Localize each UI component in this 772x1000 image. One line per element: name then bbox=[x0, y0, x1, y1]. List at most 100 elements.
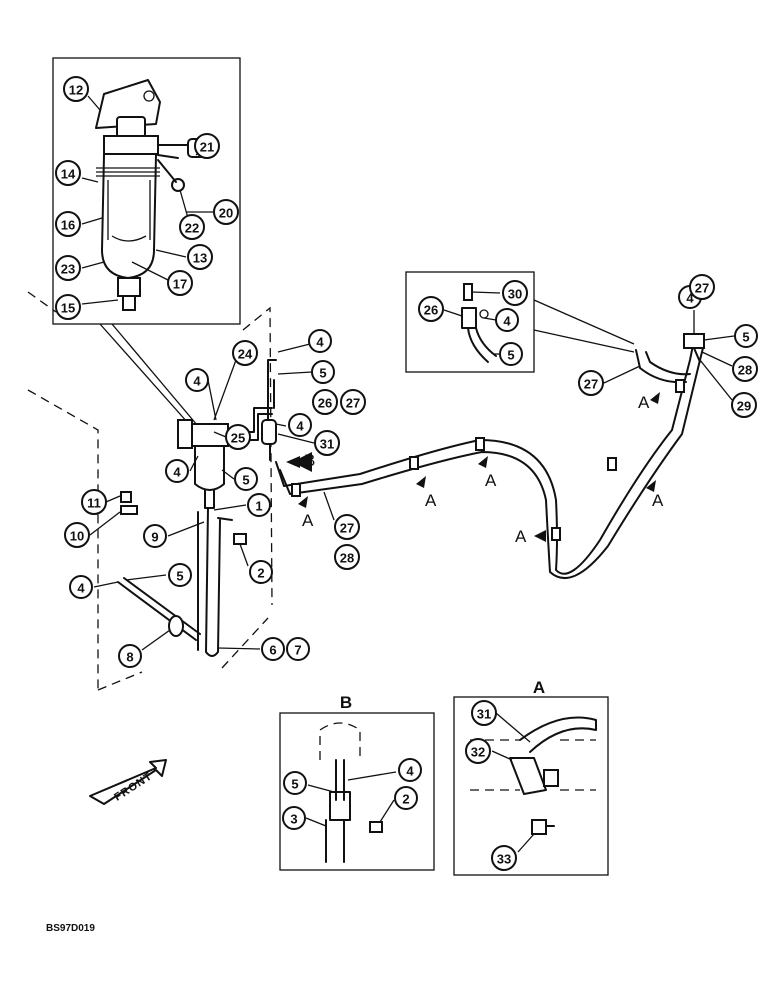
callout-circle bbox=[63, 76, 89, 102]
callout-number: 16 bbox=[61, 218, 75, 233]
view-a-title: A bbox=[533, 678, 545, 697]
callout-31: 31 bbox=[314, 430, 340, 456]
callout-number: 31 bbox=[320, 437, 334, 452]
callout-number: 33 bbox=[497, 852, 511, 867]
callout-number: 4 bbox=[193, 374, 201, 389]
callout-3: 3 bbox=[282, 806, 306, 830]
callout-5: 5 bbox=[234, 467, 258, 491]
callout-circle bbox=[471, 700, 497, 726]
callout-16: 16 bbox=[55, 211, 81, 237]
arrow-label-a-4: A bbox=[515, 527, 527, 546]
callout-circle bbox=[288, 413, 312, 437]
callout-circle bbox=[308, 329, 332, 353]
callout-circle bbox=[286, 637, 310, 661]
callout-circle bbox=[495, 308, 519, 332]
callout-number: 28 bbox=[340, 551, 354, 566]
callout-number: 11 bbox=[87, 496, 101, 511]
arrow-label-a-1: A bbox=[302, 511, 314, 530]
callout-number: 27 bbox=[340, 521, 354, 536]
callout-2: 2 bbox=[249, 560, 273, 584]
callout-10: 10 bbox=[64, 522, 90, 548]
callout-circle bbox=[167, 270, 193, 296]
callout-number: 5 bbox=[176, 569, 183, 584]
callout-number: 31 bbox=[477, 707, 491, 722]
callout-4: 4 bbox=[185, 368, 209, 392]
callout-2: 2 bbox=[394, 786, 418, 810]
callout-5: 5 bbox=[168, 563, 192, 587]
callout-25: 25 bbox=[225, 424, 251, 450]
callout-17: 17 bbox=[167, 270, 193, 296]
callout-circle bbox=[225, 424, 251, 450]
callout-27: 27 bbox=[689, 274, 715, 300]
callout-circle bbox=[213, 199, 239, 225]
callout-circle bbox=[64, 522, 90, 548]
callout-24: 24 bbox=[232, 340, 258, 366]
callout-26: 26 bbox=[312, 389, 338, 415]
callout-circle bbox=[283, 771, 307, 795]
callout-circle bbox=[334, 514, 360, 540]
callout-number: 1 bbox=[255, 499, 262, 514]
callout-circle bbox=[578, 370, 604, 396]
callout-circle bbox=[247, 493, 271, 517]
callout-circle bbox=[168, 563, 192, 587]
callout-number: 5 bbox=[742, 330, 749, 345]
callout-circle bbox=[55, 211, 81, 237]
callout-circle bbox=[734, 324, 758, 348]
mounted-filter-assembly bbox=[117, 359, 277, 657]
callout-circle bbox=[499, 342, 523, 366]
callout-number: 23 bbox=[61, 262, 75, 277]
callout-number: 4 bbox=[173, 465, 181, 480]
callout-number: 27 bbox=[584, 377, 598, 392]
callout-4: 4 bbox=[69, 575, 93, 599]
view-arrows bbox=[286, 392, 660, 542]
callout-1: 1 bbox=[247, 493, 271, 517]
callout-27: 27 bbox=[340, 389, 366, 415]
callout-circle bbox=[340, 389, 366, 415]
callout-number: 10 bbox=[70, 529, 84, 544]
fitting-detail-inset bbox=[405, 271, 635, 373]
callout-number: 24 bbox=[238, 347, 253, 362]
callout-number: 5 bbox=[242, 473, 249, 488]
fuel-tank-outline bbox=[27, 291, 273, 691]
callout-32: 32 bbox=[465, 738, 491, 764]
arrow-label-b: B bbox=[304, 451, 315, 470]
callout-circle bbox=[165, 459, 189, 483]
callout-number: 27 bbox=[695, 281, 709, 296]
callout-circle bbox=[394, 786, 418, 810]
callout-circle bbox=[69, 575, 93, 599]
callout-9: 9 bbox=[143, 524, 167, 548]
callout-number: 5 bbox=[319, 366, 326, 381]
callout-27: 27 bbox=[578, 370, 604, 396]
callout-number: 13 bbox=[193, 251, 207, 266]
callout-number: 4 bbox=[406, 764, 414, 779]
callout-circle bbox=[232, 340, 258, 366]
callout-33: 33 bbox=[491, 845, 517, 871]
callout-circle bbox=[398, 758, 422, 782]
arrow-label-a-5: A bbox=[652, 491, 664, 510]
callout-4: 4 bbox=[165, 459, 189, 483]
callout-7: 7 bbox=[286, 637, 310, 661]
callout-31: 31 bbox=[471, 700, 497, 726]
front-indicator bbox=[89, 759, 167, 805]
callout-number: 25 bbox=[231, 431, 245, 446]
callout-6: 6 bbox=[261, 637, 285, 661]
callout-number: 21 bbox=[200, 140, 214, 155]
callout-circle bbox=[312, 389, 338, 415]
callout-number: 3 bbox=[290, 812, 297, 827]
callout-number: 4 bbox=[503, 314, 511, 329]
fuel-hoses bbox=[275, 333, 705, 579]
callout-circle bbox=[185, 368, 209, 392]
callout-28: 28 bbox=[732, 356, 758, 382]
callout-number: 8 bbox=[126, 650, 133, 665]
callout-13: 13 bbox=[187, 244, 213, 270]
callout-circle bbox=[187, 244, 213, 270]
callout-14: 14 bbox=[55, 160, 81, 186]
callout-number: 32 bbox=[471, 745, 485, 760]
callout-number: 12 bbox=[69, 83, 83, 98]
callout-circle bbox=[334, 544, 360, 570]
callout-12: 12 bbox=[63, 76, 89, 102]
callout-number: 26 bbox=[424, 303, 438, 318]
callout-5: 5 bbox=[499, 342, 523, 366]
callout-circle bbox=[249, 560, 273, 584]
callout-15: 15 bbox=[55, 294, 81, 320]
